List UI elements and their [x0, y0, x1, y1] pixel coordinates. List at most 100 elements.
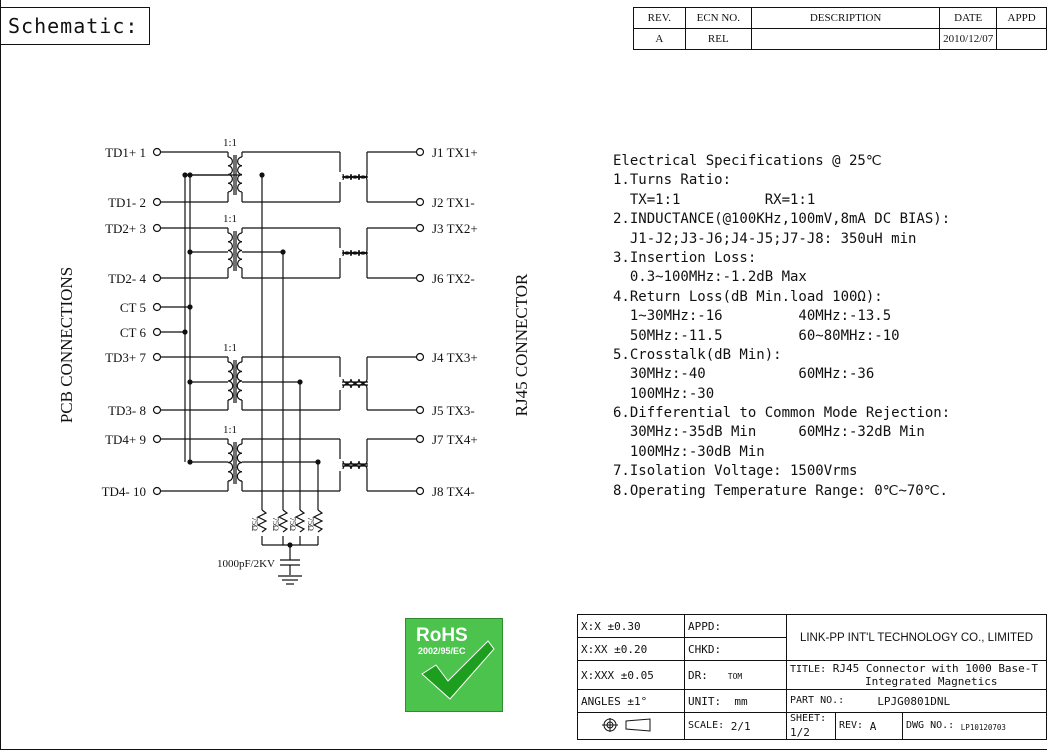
company-name: LINK-PP INT'L TECHNOLOGY CO., LIMITED: [786, 614, 1047, 661]
rj45-pin-label: J4 TX3+: [432, 350, 478, 365]
title-value-line1: RJ45 Connector with 1000 Base-T: [832, 662, 1039, 675]
dwg-label: DWG NO.:: [906, 719, 955, 731]
appd-header: APPD: [996, 7, 1047, 29]
pcb-pin-label: CT 6: [120, 325, 147, 340]
sheet-label: SHEET:: [790, 713, 827, 724]
electrical-specifications: Electrical Specifications @ 25℃ 1.Turns R…: [613, 152, 950, 501]
drawn-by-label: DR:: [688, 668, 708, 682]
junction-dot: [182, 172, 188, 178]
appd-value: [996, 28, 1047, 50]
dwg-field: DWG NO.: LP10120703: [902, 712, 1047, 740]
ecn-value: REL: [684, 28, 753, 50]
turns-ratio-label: 1:1: [223, 213, 237, 225]
pin-terminal: [415, 352, 425, 362]
tolerance-xx: X:XX ±0.20: [577, 637, 685, 661]
tolerance-xxx: X:XXX ±0.05: [577, 660, 685, 690]
pin-terminal: [152, 405, 162, 415]
spec-line: 0.3~100MHz:-1.2dB Max: [613, 269, 807, 286]
spec-line: 30MHz:-35dB Min 60MHz:-32dB Min: [613, 424, 925, 441]
drawn-by-field: DR: TOM: [684, 660, 787, 690]
pin-terminal: [152, 327, 162, 337]
choke-coil: [342, 175, 368, 181]
tolerance-x: X:X ±0.30: [577, 614, 685, 638]
spec-line: 100MHz:-30dB Min: [613, 443, 765, 460]
pin-terminal: [152, 434, 162, 444]
rj45-pin-label: J1 TX1+: [432, 145, 478, 160]
junction-dot: [280, 249, 286, 255]
resistor-value-label: 75Ω: [250, 517, 259, 531]
pcb-pin-label: TD1+ 1: [105, 145, 146, 160]
junction-dot: [259, 172, 265, 178]
spec-line: 7.Isolation Voltage: 1500Vrms: [613, 463, 858, 480]
resistor: [312, 509, 324, 533]
turns-ratio-label: 1:1: [223, 342, 237, 354]
junction-dot: [187, 304, 193, 310]
spec-line: 8.Operating Temperature Range: 0℃~70℃.: [613, 482, 948, 499]
rj45-pin-label: J6 TX2-: [432, 271, 475, 286]
spec-line: 30MHz:-40 60MHz:-36: [613, 366, 875, 383]
spec-line: 50MHz:-11.5 60~80MHz:-10: [613, 327, 900, 344]
spec-line: Electrical Specifications @ 25℃: [613, 153, 882, 169]
capacitor-value-label: 1000pF/2KV: [217, 558, 275, 570]
rev-value: A: [633, 28, 686, 50]
spec-line: TX=1:1 RX=1:1: [613, 191, 816, 208]
rj45-pin-label: J3 TX2+: [432, 221, 478, 236]
spec-line: 4.Return Loss(dB Min.load 100Ω):: [613, 288, 883, 305]
primary-coil: [227, 443, 234, 482]
unit-label: UNIT:: [688, 694, 722, 708]
title-label: TITLE:: [790, 664, 827, 675]
turns-ratio-label: 1:1: [223, 137, 237, 149]
title-value-line2: Integrated Magnetics: [865, 675, 998, 688]
pcb-pin-label: TD1- 2: [108, 195, 146, 210]
choke-coil: [342, 249, 368, 255]
primary-coil: [227, 361, 234, 401]
pin-terminal: [415, 223, 425, 233]
title-field: TITLE: RJ45 Connector with 1000 Base-T I…: [786, 660, 1047, 690]
pin-terminal: [152, 223, 162, 233]
junction-dot: [297, 379, 303, 385]
pin-terminal: [152, 486, 162, 496]
spec-line: 100MHz:-30: [613, 385, 715, 402]
resistor-value-label: 75Ω: [306, 517, 315, 531]
rj45-pin-label: J7 TX4+: [432, 432, 478, 447]
revision-table: REV. ECN NO. DESCRIPTION DATE APPD A REL…: [633, 7, 1047, 50]
spec-line: 6.Differential to Common Mode Rejection:: [613, 405, 951, 422]
scale-label: SCALE:: [688, 719, 725, 731]
choke-coil: [342, 383, 368, 389]
pcb-pin-label: CT 5: [120, 300, 146, 315]
pin-terminal: [152, 147, 162, 157]
pin-terminal: [415, 197, 425, 207]
pin-terminal: [415, 147, 425, 157]
junction-dot: [182, 329, 188, 335]
rj45-pin-label: J2 TX1-: [432, 195, 475, 210]
spec-line: 1~30MHz:-16 40MHz:-13.5: [613, 308, 892, 325]
spec-line: 1.Turns Ratio:: [613, 172, 732, 189]
spec-line: J1-J2;J3-J6;J4-J5;J7-J8: 350uH min: [613, 230, 917, 247]
pin-terminal: [415, 486, 425, 496]
unit-field: UNIT: mm: [684, 689, 787, 713]
secondary-coil: [236, 361, 243, 401]
pcb-pin-label: TD4- 10: [102, 484, 146, 499]
pin-terminal: [152, 302, 162, 312]
description-header: DESCRIPTION: [750, 7, 941, 29]
rev-header: REV.: [633, 7, 686, 29]
spec-line: 5.Crosstalk(dB Min):: [613, 346, 782, 363]
projection-symbol: [577, 712, 685, 740]
primary-coil: [227, 232, 233, 269]
pin-terminal: [415, 405, 425, 415]
pin-terminal: [152, 197, 162, 207]
third-angle-projection-icon: [602, 717, 651, 732]
rev-field-value: A: [869, 719, 877, 733]
sheet-value: 1/2: [790, 726, 810, 739]
pcb-pin-label: TD2- 4: [108, 271, 146, 286]
secondary-coil: [237, 232, 243, 269]
part-number-field: PART NO.: LPJG0801DNL: [786, 689, 1047, 713]
part-number: LPJG0801DNL: [877, 694, 951, 708]
description-value: [750, 28, 941, 50]
choke-coil: [342, 378, 368, 384]
resistor: [277, 509, 289, 533]
date-value: 2010/12/07: [939, 28, 998, 50]
checkmark-icon: [421, 640, 495, 700]
drawn-by-value: TOM: [727, 671, 743, 681]
